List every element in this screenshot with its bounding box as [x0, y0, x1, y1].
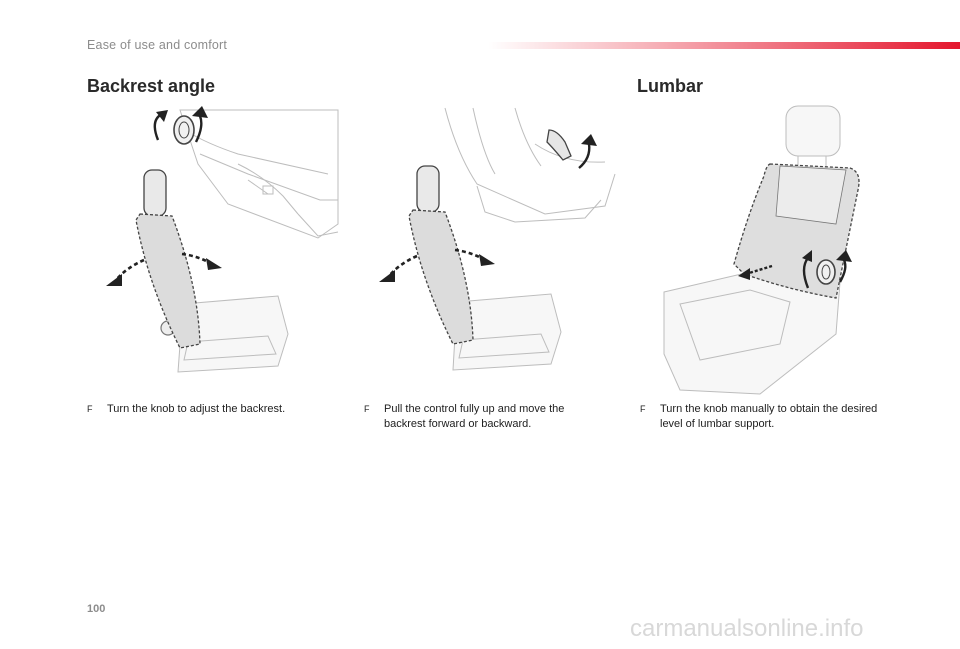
section-header: Ease of use and comfort [87, 38, 228, 52]
header-accent-bar [488, 42, 960, 49]
step-backrest-lever: F Pull the control fully up and move the… [364, 402, 604, 432]
step-backrest-knob: F Turn the knob to adjust the backrest. [87, 402, 337, 417]
backrest-lever-illustration [379, 107, 616, 371]
lumbar-knob-illustration [663, 105, 860, 395]
page-number: 100 [87, 603, 106, 615]
step-text: Pull the control fully up and move the b… [384, 403, 565, 430]
seat-cushion [452, 293, 562, 371]
lever-pull-arrow-icon [546, 129, 597, 169]
step-lumbar-knob: F Turn the knob manually to obtain the d… [640, 402, 880, 432]
step-bullet: F [364, 404, 370, 414]
knob-rotate-arrows-icon [153, 106, 208, 145]
step-text: Turn the knob manually to obtain the des… [660, 403, 878, 430]
seat-backrest [135, 169, 201, 349]
seat-backrest [408, 165, 474, 345]
step-bullet: F [87, 404, 93, 414]
lumbar-direction-arrow-icon [745, 264, 773, 276]
lumbar-title: Lumbar [637, 76, 704, 96]
headrest [785, 105, 841, 168]
step-bullet: F [640, 404, 646, 414]
backrest-angle-title: Backrest angle [87, 76, 216, 96]
seat-cushion [177, 295, 289, 373]
watermark: carmanualsonline.info [630, 615, 864, 642]
knob-rotate-arrows-icon [802, 250, 852, 289]
backrest-knob-illustration [106, 106, 339, 373]
step-text: Turn the knob to adjust the backrest. [107, 403, 286, 415]
